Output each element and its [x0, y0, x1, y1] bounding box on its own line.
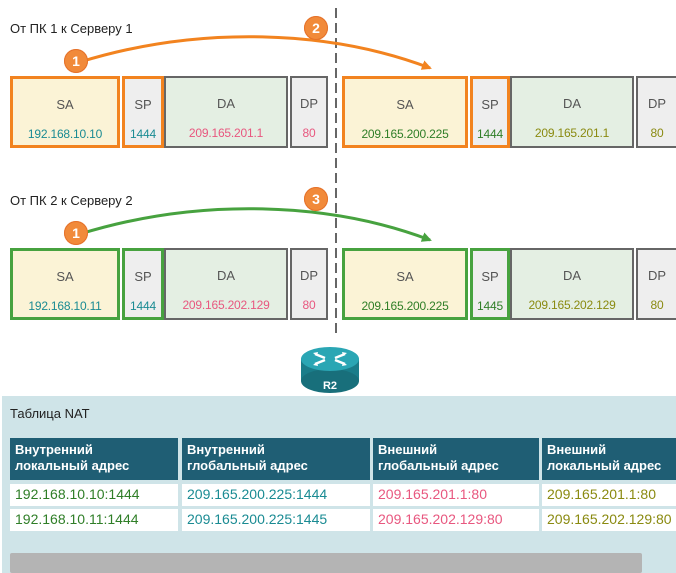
nat-row2-inside-local: 192.168.10.11:1444 [10, 509, 178, 531]
flow1-left-da-label: DA [216, 96, 236, 111]
flow2-left-da-label: DA [216, 268, 236, 283]
flow1-right-dp-label: DP [647, 96, 667, 111]
nat-row2-inside-global: 209.165.200.225:1445 [182, 509, 370, 531]
flow1-left-dp-value: 80 [302, 126, 316, 140]
flow1-left-sa-label: SA [56, 97, 74, 112]
flow1-right-sa-value: 209.165.200.225 [361, 127, 449, 141]
nat-header-outside-global: Внешний глобальный адрес [373, 438, 539, 480]
flow2-right-dp-label: DP [647, 268, 667, 283]
flow2-right-da-cell: DA 209.165.202.129 [510, 248, 634, 320]
flow2-left-da-value: 209.165.202.129 [182, 298, 270, 312]
flow2-left-sp-label: SP [134, 269, 152, 284]
flow2-left-sa-label: SA [56, 269, 74, 284]
flow2-right-sa-value: 209.165.200.225 [361, 299, 449, 313]
flow1-left-dp-cell: DP 80 [290, 76, 328, 148]
flow2-left-sa-cell: SA 192.168.10.11 [10, 248, 120, 320]
flow2-right-da-label: DA [562, 268, 582, 283]
flow1-title: От ПК 1 к Серверу 1 [10, 21, 133, 36]
flow2-badge-mid: 3 [304, 187, 328, 211]
flow1-arrow [79, 35, 432, 70]
flow1-right-sp-value: 1444 [477, 127, 503, 141]
flow2-arrow [79, 207, 432, 242]
router-icon [299, 343, 361, 395]
flow-diagram-lines [79, 8, 432, 335]
flow2-right-sp-value: 1445 [477, 299, 503, 313]
flow2-right-sp-label: SP [481, 269, 499, 284]
flow1-right-da-value: 209.165.201.1 [534, 126, 610, 140]
flow2-right-dp-cell: DP 80 [636, 248, 676, 320]
flow2-left-dp-value: 80 [302, 298, 316, 312]
flow2-left-sp-cell: SP 1444 [122, 248, 164, 320]
flow1-right-da-label: DA [562, 96, 582, 111]
flow1-badge-start: 1 [64, 49, 88, 73]
nat-row1-outside-local: 209.165.201.1:80 [542, 484, 676, 506]
flow2-badge-start: 1 [64, 221, 88, 245]
nat-row1-outside-global: 209.165.201.1:80 [373, 484, 539, 506]
flow1-left-sa-value: 192.168.10.10 [27, 127, 103, 141]
flow1-right-sa-label: SA [396, 97, 414, 112]
flow2-right-sa-cell: SA 209.165.200.225 [342, 248, 468, 320]
flow2-right-da-value: 209.165.202.129 [528, 298, 616, 312]
flow2-left-da-cell: DA 209.165.202.129 [164, 248, 288, 320]
flow2-right-dp-value: 80 [650, 298, 664, 312]
flow2-left-dp-label: DP [299, 268, 319, 283]
flow1-right-sp-label: SP [481, 97, 499, 112]
flow2-right-sa-label: SA [396, 269, 414, 284]
flow1-right-dp-value: 80 [650, 126, 664, 140]
flow1-left-sa-cell: SA 192.168.10.10 [10, 76, 120, 148]
nat-header-inside-global: Внутренний глобальный адрес [182, 438, 370, 480]
flow2-left-sa-value: 192.168.10.11 [28, 299, 102, 313]
flow1-right-sp-cell: SP 1444 [470, 76, 510, 148]
nat-row2-outside-global: 209.165.202.129:80 [373, 509, 539, 531]
flow1-left-da-cell: DA 209.165.201.1 [164, 76, 288, 148]
flow1-left-sp-cell: SP 1444 [122, 76, 164, 148]
nat-table-title: Таблица NAT [10, 406, 90, 421]
nat-row1-inside-local: 192.168.10.10:1444 [10, 484, 178, 506]
nat-header-outside-local: Внешний локальный адрес [542, 438, 676, 480]
flow2-left-dp-cell: DP 80 [290, 248, 328, 320]
flow2-left-sp-value: 1444 [130, 299, 156, 313]
flow1-right-sa-cell: SA 209.165.200.225 [342, 76, 468, 148]
flow2-right-sp-cell: SP 1445 [470, 248, 510, 320]
flow1-left-da-value: 209.165.201.1 [188, 126, 264, 140]
horizontal-scrollbar[interactable] [10, 553, 642, 573]
nat-table-panel: Таблица NAT Внутренний локальный адрес В… [2, 396, 676, 573]
flow2-title: От ПК 2 к Серверу 2 [10, 193, 133, 208]
router-label: R2 [322, 380, 338, 392]
flow1-badge-mid: 2 [304, 16, 328, 40]
flow1-left-dp-label: DP [299, 96, 319, 111]
nat-row2-outside-local: 209.165.202.129:80 [542, 509, 676, 531]
nat-row1-inside-global: 209.165.200.225:1444 [182, 484, 370, 506]
flow1-right-da-cell: DA 209.165.201.1 [510, 76, 634, 148]
flow1-left-sp-value: 1444 [130, 127, 156, 141]
nat-header-inside-local: Внутренний локальный адрес [10, 438, 178, 480]
flow1-right-dp-cell: DP 80 [636, 76, 676, 148]
flow1-left-sp-label: SP [134, 97, 152, 112]
